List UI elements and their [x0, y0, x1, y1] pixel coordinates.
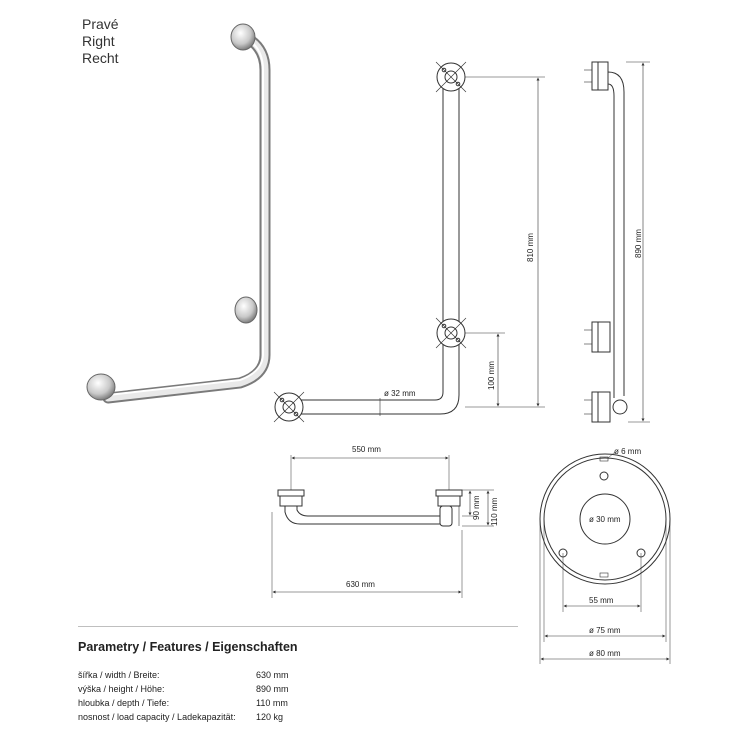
param-row: výška / height / Höhe: 890 mm	[78, 682, 518, 696]
left-flange	[86, 373, 116, 401]
middle-flange	[234, 296, 258, 324]
param-value: 120 kg	[256, 712, 284, 722]
dim-width-55: 55 mm	[589, 596, 614, 605]
param-label: šířka / width / Breite:	[78, 670, 160, 680]
section-divider	[78, 626, 518, 627]
front-view	[273, 61, 545, 423]
param-row: nosnost / load capacity / Ladekapazität:…	[78, 710, 518, 724]
side-labels: Pravé Right Recht	[82, 16, 119, 67]
param-row: hloubka / depth / Tiefe: 110 mm	[78, 696, 518, 710]
param-label: hloubka / depth / Tiefe:	[78, 698, 170, 708]
param-label: výška / height / Höhe:	[78, 684, 165, 694]
dim-depth-110: 110 mm	[490, 497, 499, 526]
parameters-section: Parametry / Features / Eigenschaften šíř…	[78, 640, 518, 724]
dim-diameter-80: ø 80 mm	[589, 649, 621, 658]
side-label-en: Right	[82, 33, 115, 49]
param-value: 630 mm	[256, 670, 289, 680]
dim-width-630: 630 mm	[346, 580, 375, 589]
top-flange	[230, 23, 256, 51]
side-label-cz: Pravé	[82, 16, 119, 32]
param-value: 110 mm	[256, 698, 288, 708]
side-label-de: Recht	[82, 50, 119, 66]
dim-diameter-32: ø 32 mm	[384, 389, 416, 398]
dim-height-810: 810 mm	[526, 233, 535, 262]
param-label: nosnost / load capacity / Ladekapazität:	[78, 712, 236, 722]
parameters-title: Parametry / Features / Eigenschaften	[78, 640, 298, 654]
top-view	[271, 455, 494, 598]
dim-width-550: 550 mm	[352, 445, 381, 454]
dim-depth-90: 90 mm	[472, 495, 481, 520]
param-row: šířka / width / Breite: 630 mm	[78, 668, 518, 682]
rosette-detail	[539, 451, 671, 664]
side-view	[584, 61, 650, 423]
dim-diameter-6: ø 6 mm	[614, 447, 641, 456]
dim-height-890: 890 mm	[634, 229, 643, 258]
dim-diameter-30: ø 30 mm	[589, 515, 621, 524]
dim-height-100: 100 mm	[487, 361, 496, 390]
dim-diameter-75: ø 75 mm	[589, 626, 621, 635]
product-photo	[86, 23, 271, 404]
param-value: 890 mm	[256, 684, 289, 694]
